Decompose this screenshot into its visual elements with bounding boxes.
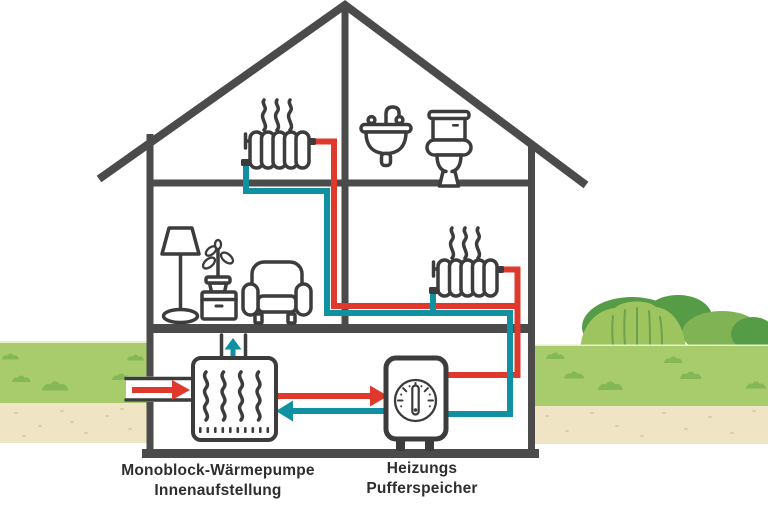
heat-pump-label-line1: Monoblock-Wärmepumpe bbox=[121, 462, 315, 479]
house-structure bbox=[96, 0, 589, 458]
living-radiator bbox=[427, 258, 506, 298]
lawn-right bbox=[528, 344, 768, 406]
buffer-tank bbox=[383, 355, 449, 451]
lawn-left bbox=[0, 341, 150, 403]
bathroom-sink bbox=[359, 105, 413, 168]
living-radiator-steam bbox=[448, 226, 482, 260]
armchair bbox=[241, 260, 313, 325]
side-cabinet bbox=[200, 290, 238, 321]
attic-radiator bbox=[239, 130, 318, 170]
heat-pump bbox=[191, 356, 278, 442]
heat-pump-vents bbox=[199, 427, 270, 433]
soil-left bbox=[0, 403, 147, 443]
roof bbox=[96, 0, 589, 189]
attic-radiator-steam bbox=[260, 98, 294, 132]
intake-arrow-icon bbox=[132, 380, 190, 400]
return-pipe bbox=[243, 163, 513, 422]
buffer-label-line2: Pufferspeicher bbox=[366, 479, 478, 497]
buffer-label: Heizungs Pufferspeicher bbox=[312, 459, 532, 498]
soil-right bbox=[528, 406, 768, 444]
heat-pump-label: Monoblock-Wärmepumpe Innenaufstellung bbox=[108, 461, 328, 500]
bushes bbox=[580, 295, 768, 357]
heat-pump-waves bbox=[202, 370, 262, 422]
floor-lamp bbox=[160, 226, 201, 325]
buffer-label-line1: Heizungs bbox=[386, 460, 458, 477]
potted-plant bbox=[201, 238, 235, 294]
heat-pump-label-line2: Innenaufstellung bbox=[154, 481, 282, 499]
exhaust-arrow-icon bbox=[224, 338, 242, 358]
exhaust-duct bbox=[219, 333, 248, 361]
supply-pipe bbox=[277, 138, 521, 407]
temperature-gauge bbox=[393, 378, 438, 423]
toilet bbox=[425, 109, 473, 188]
